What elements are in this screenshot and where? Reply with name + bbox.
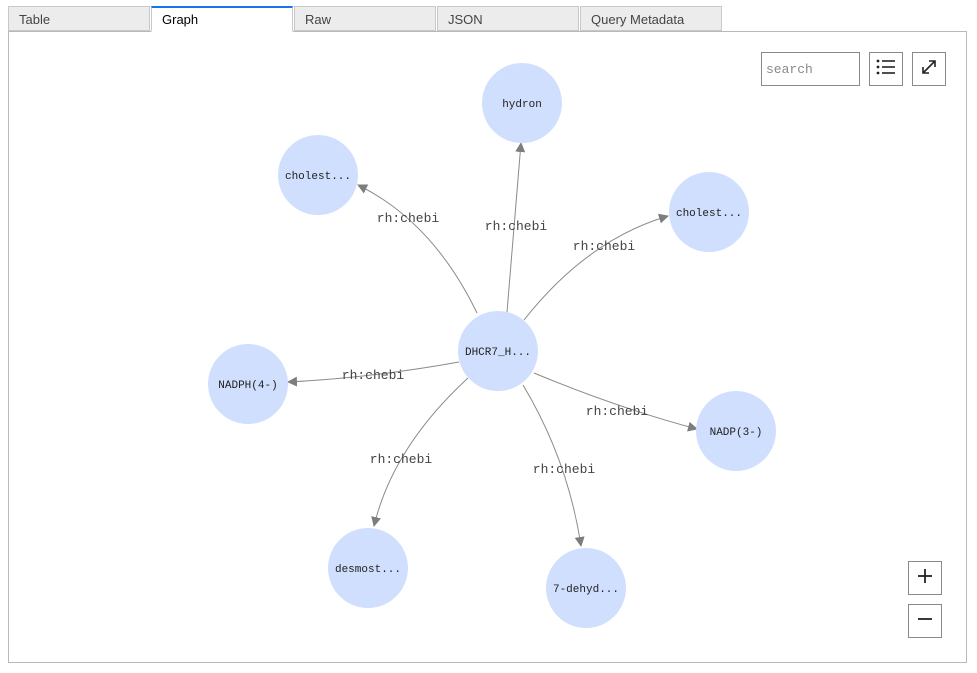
graph-node[interactable]: 7-dehyd...	[546, 548, 626, 628]
edge-label: rh:chebi	[370, 452, 433, 467]
edge-label: rh:chebi	[573, 239, 636, 254]
graph-edge[interactable]	[357, 184, 478, 314]
graph-node-center[interactable]: DHCR7_H...	[458, 311, 538, 391]
node-label: cholest...	[676, 208, 742, 220]
tab-json[interactable]: JSON	[437, 6, 579, 31]
tab-graph[interactable]: Graph	[151, 6, 293, 32]
edge-label: rh:chebi	[485, 219, 548, 234]
tab-table[interactable]: Table	[8, 6, 150, 31]
graph-node[interactable]: desmost...	[328, 528, 408, 608]
node-label: NADPH(4-)	[218, 380, 277, 392]
edge-label: rh:chebi	[377, 211, 440, 226]
edge-label: rh:chebi	[586, 404, 649, 419]
tab-raw[interactable]: Raw	[294, 6, 436, 31]
zoom-in-button[interactable]	[908, 561, 942, 595]
search-input[interactable]	[761, 52, 860, 86]
graph-node[interactable]: NADPH(4-)	[208, 344, 288, 424]
graph-node[interactable]: hydron	[482, 63, 562, 143]
graph-edge[interactable]	[533, 372, 698, 432]
node-label: NADP(3-)	[710, 427, 763, 439]
node-label: 7-dehyd...	[553, 584, 619, 596]
tab-query-metadata[interactable]: Query Metadata	[580, 6, 722, 31]
expand-icon	[920, 58, 938, 81]
graph-edge[interactable]	[522, 384, 585, 547]
graph-edge[interactable]	[523, 213, 669, 321]
graph-node[interactable]: cholest...	[669, 172, 749, 252]
node-label: DHCR7_H...	[465, 347, 531, 359]
graph-edge[interactable]	[371, 377, 469, 527]
edge-label: rh:chebi	[342, 368, 405, 383]
plus-icon	[917, 568, 933, 589]
minus-icon	[917, 611, 933, 632]
fullscreen-button[interactable]	[912, 52, 946, 86]
node-label: cholest...	[285, 171, 351, 183]
node-label: desmost...	[335, 564, 401, 576]
graph-node[interactable]: cholest...	[278, 135, 358, 215]
graph-edge[interactable]	[506, 142, 526, 313]
graph-edge[interactable]	[287, 361, 460, 387]
list-icon	[876, 59, 896, 80]
graph-node[interactable]: NADP(3-)	[696, 391, 776, 471]
list-view-button[interactable]	[869, 52, 903, 86]
edge-label: rh:chebi	[533, 462, 596, 477]
zoom-out-button[interactable]	[908, 604, 942, 638]
node-label: hydron	[502, 99, 542, 111]
